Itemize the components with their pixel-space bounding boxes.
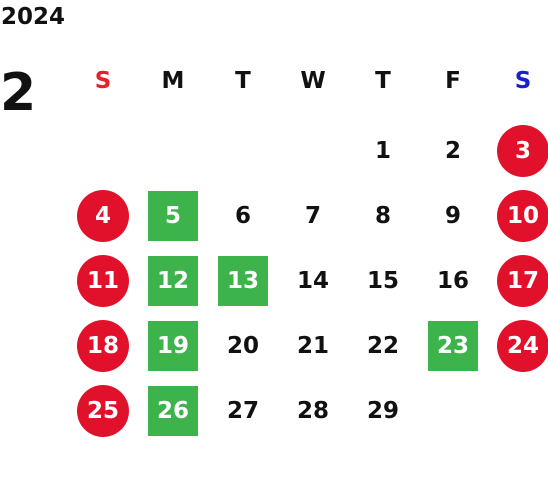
day-number: 14 (296, 268, 329, 294)
day-number: 1 (374, 138, 391, 164)
calendar-day-cell[interactable]: 21 (278, 317, 348, 375)
calendar-day-cell[interactable]: 16 (418, 252, 488, 310)
calendar-year: 2024 (1, 4, 66, 30)
calendar-day-cell[interactable]: 6 (208, 187, 278, 245)
calendar-day-cell[interactable]: 12 (138, 252, 208, 310)
day-number: 9 (444, 203, 461, 229)
highlighted-day: 13 (218, 256, 268, 306)
holiday-day: 10 (497, 190, 548, 242)
calendar-day-cell[interactable]: 17 (488, 252, 548, 310)
day-number: 15 (366, 268, 399, 294)
calendar-day-cell[interactable]: 29 (348, 382, 418, 440)
weekday-header: S (514, 68, 532, 94)
calendar-day-cell[interactable]: 25 (68, 382, 138, 440)
calendar-day-cell[interactable]: 9 (418, 187, 488, 245)
calendar-day-cell[interactable]: 13 (208, 252, 278, 310)
calendar-day-cell[interactable]: 8 (348, 187, 418, 245)
calendar-day-cell[interactable]: 2 (418, 122, 488, 180)
calendar-month: 2 (0, 63, 37, 123)
holiday-day: 11 (77, 255, 129, 307)
calendar-day-cell[interactable]: 5 (138, 187, 208, 245)
calendar-day-cell[interactable]: 19 (138, 317, 208, 375)
day-number: 28 (296, 398, 329, 424)
holiday-day: 25 (77, 385, 129, 437)
day-number: 8 (374, 203, 391, 229)
day-number: 7 (304, 203, 321, 229)
holiday-day: 4 (77, 190, 129, 242)
calendar-day-cell[interactable]: 3 (488, 122, 548, 180)
holiday-day: 17 (497, 255, 548, 307)
calendar-day-cell[interactable]: 4 (68, 187, 138, 245)
day-number: 29 (366, 398, 399, 424)
weekday-header: T (375, 68, 391, 94)
weekday-header: F (445, 68, 461, 94)
calendar-day-cell[interactable]: 24 (488, 317, 548, 375)
calendar-day-cell[interactable]: 1 (348, 122, 418, 180)
holiday-day: 24 (497, 320, 548, 372)
day-number: 6 (234, 203, 251, 229)
calendar-day-cell[interactable]: 28 (278, 382, 348, 440)
highlighted-day: 5 (148, 191, 198, 241)
calendar-day-cell[interactable]: 26 (138, 382, 208, 440)
weekday-header: W (300, 68, 326, 94)
calendar-day-cell[interactable]: 14 (278, 252, 348, 310)
calendar-day-cell[interactable]: 20 (208, 317, 278, 375)
holiday-day: 3 (497, 125, 548, 177)
day-number: 21 (296, 333, 329, 359)
day-number: 20 (226, 333, 259, 359)
calendar-day-cell[interactable]: 23 (418, 317, 488, 375)
calendar-day-cell[interactable]: 27 (208, 382, 278, 440)
calendar-day-cell[interactable]: 7 (278, 187, 348, 245)
day-number: 2 (444, 138, 461, 164)
calendar-day-cell[interactable]: 10 (488, 187, 548, 245)
calendar-day-cell[interactable]: 18 (68, 317, 138, 375)
weekday-header: M (161, 68, 185, 94)
day-number: 16 (436, 268, 469, 294)
holiday-day: 18 (77, 320, 129, 372)
calendar-day-cell[interactable]: 15 (348, 252, 418, 310)
highlighted-day: 26 (148, 386, 198, 436)
calendar-day-cell[interactable]: 11 (68, 252, 138, 310)
highlighted-day: 23 (428, 321, 478, 371)
highlighted-day: 12 (148, 256, 198, 306)
calendar-day-cell[interactable]: 22 (348, 317, 418, 375)
highlighted-day: 19 (148, 321, 198, 371)
weekday-header: S (94, 68, 112, 94)
day-number: 27 (226, 398, 259, 424)
weekday-header: T (235, 68, 251, 94)
day-number: 22 (366, 333, 399, 359)
